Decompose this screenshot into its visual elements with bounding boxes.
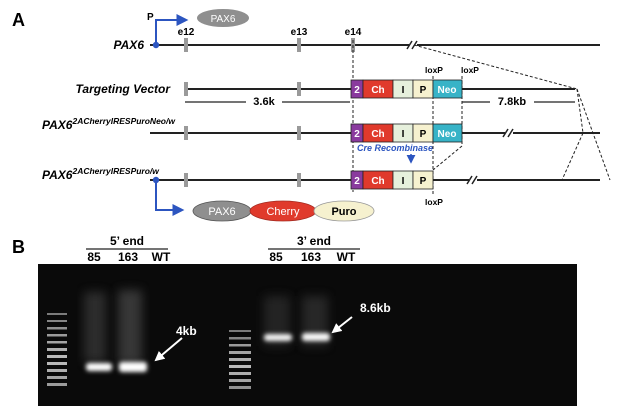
product-cherry: Cherry (266, 206, 300, 218)
group-3-end-title: 3’ end (297, 234, 331, 248)
neo-allele-cassette (350, 123, 463, 143)
puro-allele-cassette-p: P (420, 176, 427, 187)
product-puro: Puro (331, 206, 356, 218)
vector-cassette (350, 79, 463, 99)
band-3-85 (264, 334, 292, 341)
cassette-i: I (402, 85, 405, 96)
promoter-label: P (147, 12, 154, 23)
puro-allele-cassette-i: I (402, 176, 405, 187)
panel-a-label: A (12, 10, 25, 30)
neo-allele-cassette-i: I (402, 129, 405, 140)
puro-allele-cassette-2: 2 (354, 176, 360, 187)
loxp-label-1: loxP (425, 65, 443, 75)
pax6-product-top (197, 9, 249, 27)
cassette-neo: Neo (438, 85, 457, 96)
ladder-left (47, 313, 67, 386)
arm-left-bg (246, 95, 282, 107)
cassette-ch: Ch (371, 85, 384, 96)
exon-label-e12: e12 (178, 27, 195, 38)
row-puro-allele-label: PAX62ACherryIRESPuro/w (42, 166, 160, 182)
fusion-products (192, 200, 375, 222)
band-5-163 (119, 362, 147, 372)
row-neo-allele-label: PAX62ACherryIRESPuroNeo/w (42, 116, 176, 132)
ladder-right (229, 330, 251, 389)
puro-allele-cassette-ch: Ch (371, 176, 384, 187)
lane-label-5-163: 163 (118, 250, 138, 264)
gene-locus (150, 38, 600, 52)
exon-label-e14: e14 (345, 27, 362, 38)
arm-right-bg (490, 95, 534, 107)
product-pax6: PAX6 (208, 206, 235, 218)
loxp-label-2: loxP (461, 65, 479, 75)
row-gene-label: PAX6 (114, 38, 145, 52)
lane-label-3-wt: WT (337, 250, 356, 264)
arm-right-length: 7.8kb (498, 96, 526, 108)
arm-left-length: 3.6k (253, 96, 275, 108)
neo-allele-cassette-ch: Ch (371, 129, 384, 140)
panel-b-label: B (12, 237, 25, 257)
loxp-label-3: loxP (425, 197, 443, 207)
arrow-8-6kb (331, 316, 353, 334)
neo-allele-cassette-neo: Neo (438, 129, 457, 140)
lane-label-5-85: 85 (87, 250, 101, 264)
lane-label-3-85: 85 (269, 250, 283, 264)
neo-allele-cassette-p: P (420, 129, 427, 140)
lane-label-5-wt: WT (152, 250, 171, 264)
band-5-85 (86, 363, 112, 371)
neo-allele-cassette-2: 2 (354, 129, 360, 140)
size-label-4kb: 4kb (176, 324, 197, 338)
pax6-product-top-label: PAX6 (211, 14, 236, 25)
group-5-end-title: 5’ end (110, 234, 144, 248)
exon-label-e13: e13 (291, 27, 308, 38)
cassette-p: P (420, 85, 427, 96)
gel-image (38, 264, 577, 406)
row-vector-label: Targeting Vector (76, 82, 172, 96)
promoter-arrow-bottom (155, 183, 185, 216)
lane-label-3-163: 163 (301, 250, 321, 264)
cassette-2: 2 (354, 85, 360, 96)
promoter-arrow-top (155, 14, 189, 45)
cre-recombinase-label: Cre Recombinase (357, 143, 433, 153)
puro-allele-cassette (350, 170, 434, 190)
arrow-4kb (154, 337, 183, 362)
size-label-8-6kb: 8.6kb (360, 301, 391, 315)
band-3-163 (302, 333, 330, 341)
